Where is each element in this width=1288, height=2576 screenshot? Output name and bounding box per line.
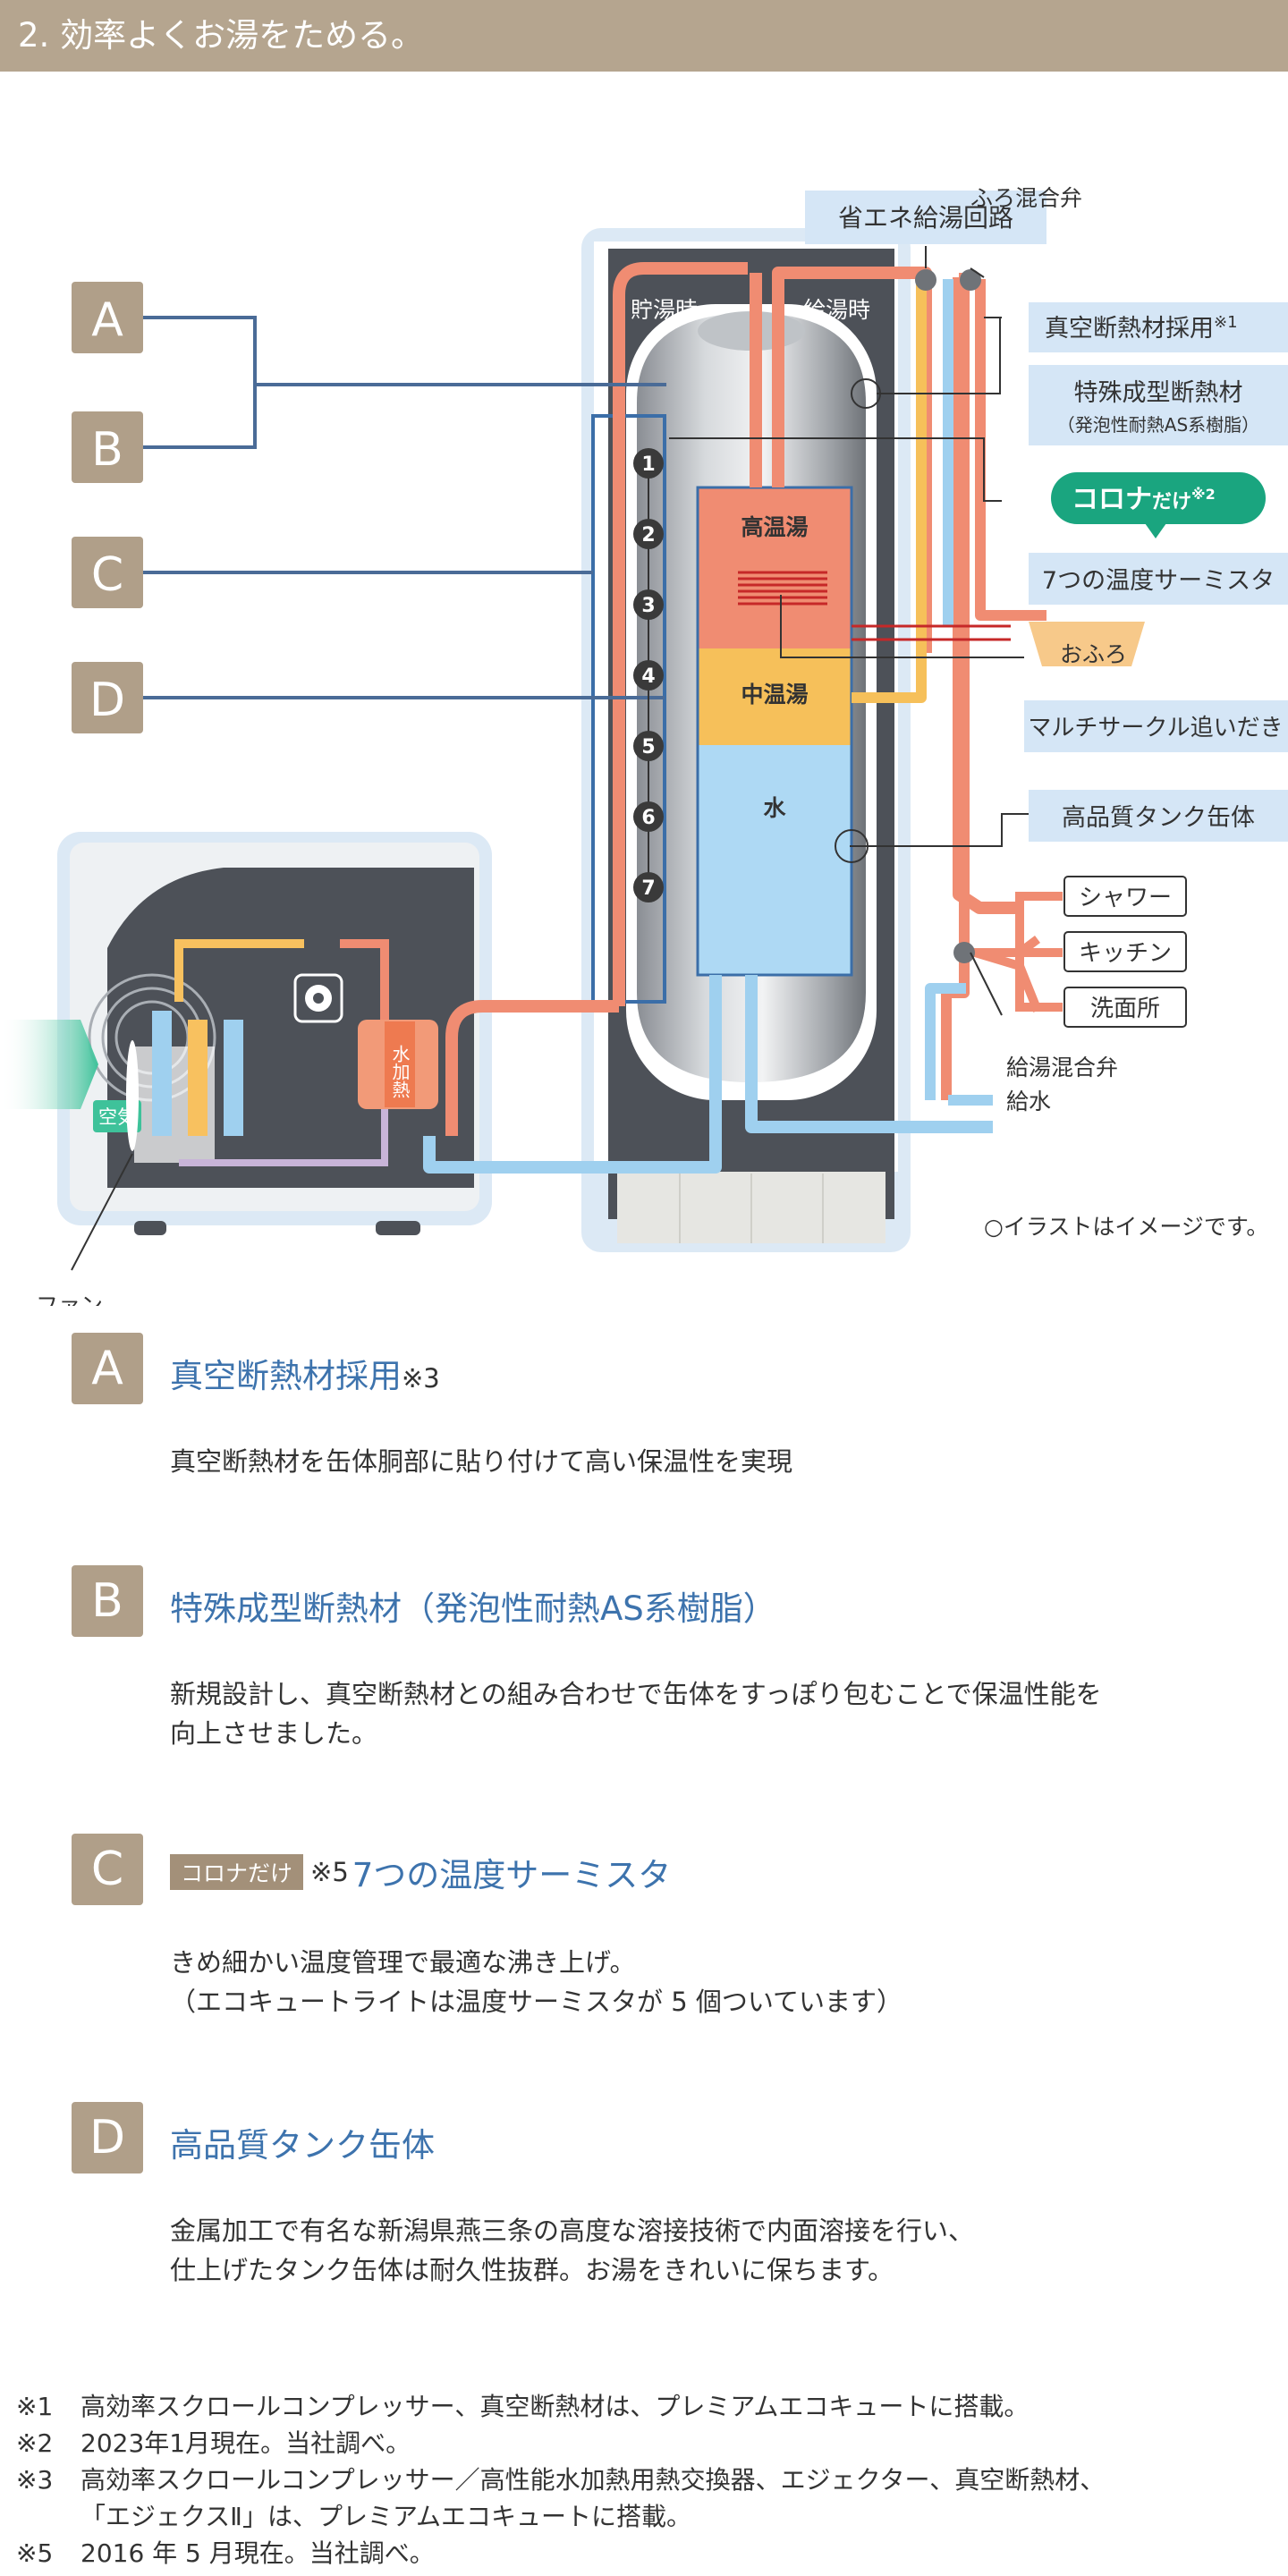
letter-connectors: [143, 316, 666, 699]
bath-tub: [1029, 622, 1145, 666]
svg-text:特殊成型断熱材: 特殊成型断熱材: [1074, 379, 1243, 407]
svg-text:マルチサークル追いだき: マルチサークル追いだき: [1028, 715, 1283, 741]
vacuum-insulation-callout: [1029, 302, 1288, 352]
pipes: [423, 262, 1046, 1174]
bath-valve-label: ふろ混合弁: [970, 185, 1082, 211]
section-c-letter: C: [72, 1834, 143, 1905]
svg-text:（発泡性耐熱AS系樹脂）: （発泡性耐熱AS系樹脂）: [1057, 414, 1259, 436]
bath-mixing-valve: [960, 269, 981, 291]
heat-pump-unit: 水加熱 空気 ファン: [0, 832, 492, 1306]
sensor-7-label: 7: [641, 877, 655, 900]
svg-text:C: C: [91, 548, 123, 602]
sensor-1-label: 1: [641, 453, 655, 476]
sensor-7-marker: [633, 872, 664, 902]
section-b-letter: B: [72, 1565, 143, 1637]
corona-only-badge: コロナだけ※2: [1051, 472, 1266, 538]
outlet-boxes: シャワー キッチン 洗面所: [1063, 876, 1187, 1028]
sensor-4-marker: [633, 660, 664, 691]
multi-circle-callout: [1024, 700, 1288, 752]
thermistor-sensors: 1 2 3 4 5 6 7: [633, 448, 664, 902]
svg-text:A: A: [91, 293, 123, 347]
svg-text:D: D: [89, 674, 125, 727]
sensor-4-label: 4: [641, 665, 655, 688]
sensor-3-label: 3: [641, 595, 655, 617]
letter-C-box: C: [72, 537, 143, 608]
sensor-6-label: 6: [641, 807, 655, 829]
section-d-body: 金属加工で有名な新潟県燕三条の高度な溶接技術で内面溶接を行い、 仕上げたタンク缶…: [170, 2216, 975, 2285]
water-label: 水: [763, 795, 786, 821]
outlet-pipes: [975, 892, 1063, 1012]
section-a-title: 真空断熱材採用※3: [170, 1357, 440, 1395]
supply-mixing-valve: [953, 942, 975, 963]
sensor-5-marker: [633, 731, 664, 761]
svg-text:省エネ給湯回路: 省エネ給湯回路: [838, 203, 1013, 233]
high-temp-label: 高温湯: [741, 514, 808, 540]
illustration-note: ○イラストはイメージです。: [984, 1214, 1268, 1240]
ecocute-diagram: 水加熱 空気 ファン: [0, 185, 1288, 1306]
sensor-5-label: 5: [641, 736, 655, 758]
sensor-1-marker: [633, 448, 664, 479]
multi-circle-coil: [738, 571, 827, 606]
energy-circuit-valve: [915, 269, 936, 291]
section-c-body: きめ細かい温度管理で最適な沸き上げ。 （エコキュートライトは温度サーミスタが 5…: [170, 1947, 903, 2017]
svg-text:シャワー: シャワー: [1079, 885, 1172, 911]
section-b-title: 特殊成型断熱材（発泡性耐熱AS系樹脂）: [170, 1589, 776, 1628]
sensor-6-marker: [633, 801, 664, 832]
water-supply-label: 給水: [1006, 1089, 1051, 1114]
letter-B-box: B: [72, 411, 143, 483]
fan-label: ファン: [36, 1292, 103, 1306]
sensor-2-label: 2: [641, 524, 655, 547]
section-d-letter: D: [72, 2102, 143, 2174]
section-a-body: 真空断熱材を缶体胴部に貼り付けて高い保温性を実現: [170, 1446, 793, 1477]
svg-text:高品質タンク缶体: 高品質タンク缶体: [1062, 804, 1255, 832]
section-a-letter: A: [72, 1333, 143, 1404]
footnote-3-cont: 「エジェクスⅡ」は、プレミアムエコキュートに搭載。: [80, 2502, 691, 2531]
section-b-body: 新規設計し、真空断熱材との組み合わせで缶体をすっぽり包むことで保温性能を 向上さ…: [170, 1679, 1102, 1749]
bath-label: おふろ: [1060, 641, 1127, 667]
svg-text:B: B: [91, 423, 123, 477]
thermistor-callout: [1029, 553, 1288, 605]
special-insulation-callout: [1029, 365, 1288, 445]
mid-temp-label: 中温湯: [741, 682, 808, 708]
corona-only-tag: コロナだけ: [170, 1854, 304, 1890]
energy-circuit-callout: [805, 191, 1046, 244]
section-d-title: 高品質タンク缶体: [170, 2126, 435, 2165]
letter-D-box: D: [72, 662, 143, 733]
svg-text:洗面所: 洗面所: [1090, 996, 1160, 1022]
supply-mode-label: 給湯時: [803, 297, 870, 323]
tank-body-callout: [1029, 790, 1288, 842]
sensor-2-marker: [633, 519, 664, 549]
svg-text:真空断熱材採用※1: 真空断熱材採用※1: [1045, 313, 1238, 343]
supply-valve-label: 給湯混合弁: [1006, 1055, 1118, 1080]
letter-A-box: A: [72, 282, 143, 353]
sensor-3-marker: [633, 589, 664, 620]
svg-text:7つの温度サーミスタ: 7つの温度サーミスタ: [1042, 567, 1275, 595]
storage-mode-label: 貯湯時: [631, 297, 698, 323]
svg-text:キッチン: キッチン: [1079, 940, 1172, 967]
header-title: 2. 効率よくお湯をためる。: [18, 16, 425, 55]
heat-exchanger-label: 水加熱: [389, 1045, 411, 1098]
page-header: 2. 効率よくお湯をためる。: [0, 0, 1288, 72]
callout-leaders: [669, 246, 1029, 1016]
svg-text:コロナだけ※2: コロナだけ※2: [1072, 484, 1216, 515]
